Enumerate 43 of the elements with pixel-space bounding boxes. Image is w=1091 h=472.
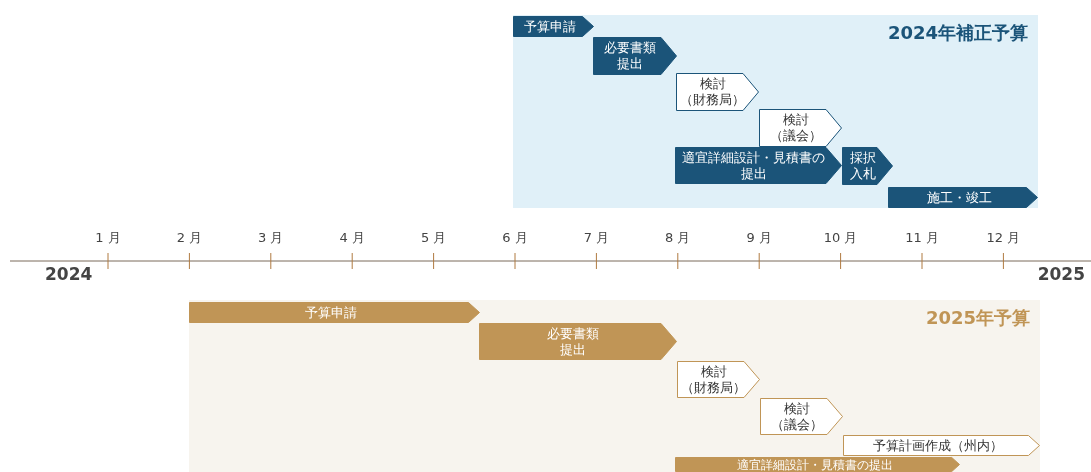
panel-heading: 2025年予算 — [925, 306, 1030, 330]
budget-panel — [513, 15, 1038, 208]
task-bar — [760, 398, 843, 435]
month-label: 11 月 — [905, 229, 939, 247]
task-bar — [676, 73, 759, 111]
step-label: 予算申請 — [523, 18, 578, 35]
step-label: 予算計画作成（州内） — [872, 437, 1005, 454]
month-label: 12 月 — [986, 229, 1021, 247]
month-label: 2 月 — [176, 229, 203, 247]
task-bar — [593, 37, 677, 75]
task-bar — [888, 187, 1038, 208]
step-label: 必要書類提出 — [604, 40, 657, 72]
step-label: 適宜詳細設計・見積書の提出 — [736, 458, 894, 471]
task-bar — [759, 109, 842, 147]
step-label: 必要書類提出 — [547, 325, 600, 358]
task-bar — [843, 435, 1040, 456]
task-bar — [675, 457, 960, 472]
step-label: 検討（財務局） — [681, 363, 747, 396]
step-label: 適宜詳細設計・見積書の提出 — [682, 149, 826, 182]
month-label: 3 月 — [258, 229, 284, 247]
task-bar — [479, 323, 677, 360]
task-bar — [189, 302, 480, 323]
month-label: 7 月 — [583, 229, 610, 247]
step-label: 検討（議会） — [769, 112, 822, 144]
panel-heading: 2024年補正予算 — [887, 21, 1028, 45]
month-label: 4 月 — [339, 229, 365, 247]
budget-panel — [189, 300, 1040, 472]
task-bar — [842, 147, 893, 185]
step-label: 採択入札 — [849, 150, 876, 182]
year-label: 2024 — [45, 264, 93, 284]
year-label: 2025 — [1037, 264, 1085, 284]
step-label: 検討（議会） — [770, 400, 823, 433]
month-label: 10 月 — [823, 229, 858, 247]
task-bar — [677, 361, 760, 398]
month-label: 5 月 — [420, 229, 447, 247]
task-bar — [513, 16, 594, 37]
month-label: 8 月 — [665, 229, 691, 247]
step-label: 予算申請 — [304, 304, 359, 321]
month-label: 9 月 — [746, 229, 772, 247]
month-label: 1 月 — [95, 229, 121, 247]
step-label: 検討（財務局） — [680, 76, 746, 108]
step-label: 施工・竣工 — [926, 189, 994, 206]
month-label: 6 月 — [502, 229, 528, 247]
